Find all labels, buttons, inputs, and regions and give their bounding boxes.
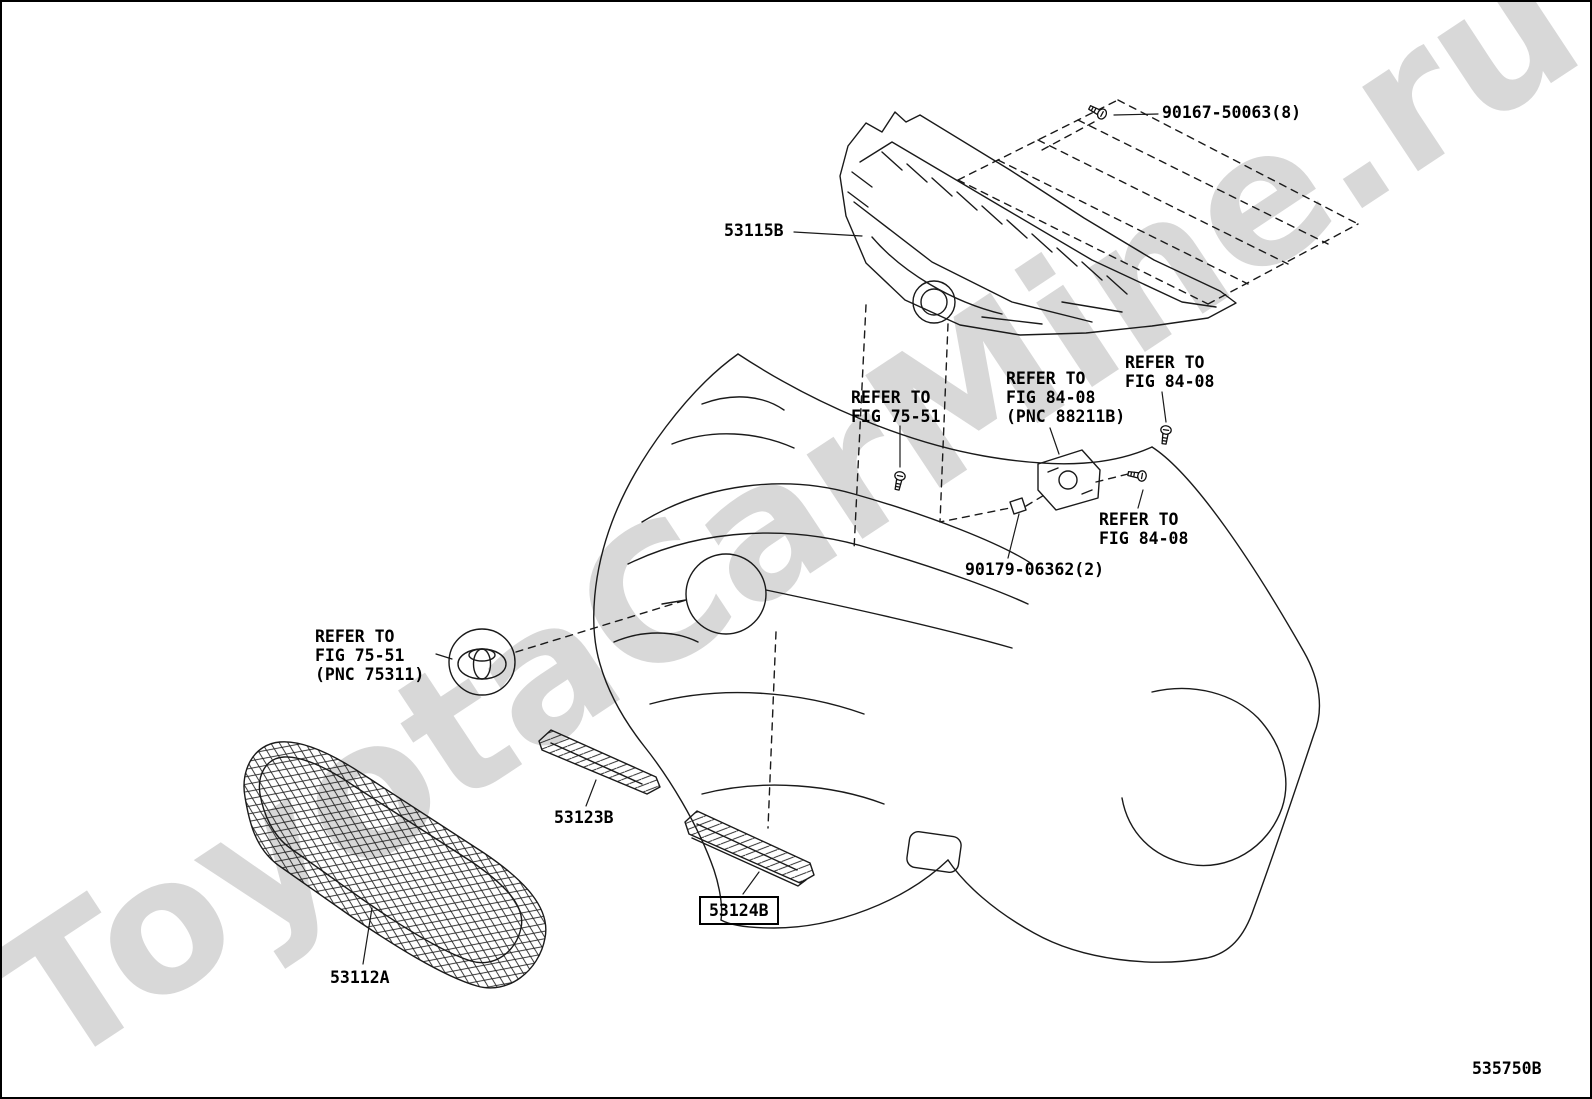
part-label-53123B: 53123B (554, 808, 614, 827)
refer-label-fig84-08-lower-right: REFER TO FIG 84-08 (1099, 510, 1189, 548)
part-label-53115B: 53115B (724, 221, 784, 240)
part-label-53112A: 53112A (330, 968, 390, 987)
part-label-90167-50063: 90167-50063(8) (1162, 103, 1302, 122)
leader-lines (362, 113, 1167, 965)
grille-part-53112A (243, 741, 547, 989)
screw-icon-right-lower (1126, 467, 1148, 483)
ghost-panel-dashed-grid (957, 99, 1359, 305)
front-bumper-part (593, 353, 1321, 963)
screw-icon-top (1086, 102, 1109, 122)
sensor-bracket-part (1037, 449, 1101, 511)
refer-label-fig84-08-pnc88211B: REFER TO FIG 84-08 (PNC 88211B) (1006, 369, 1126, 426)
page-code: 535750B (1472, 1059, 1542, 1078)
clip-part (1009, 497, 1027, 515)
refer-label-fig75-51-mid: REFER TO FIG 75-51 (851, 388, 941, 426)
upper-shield-part-53115B (839, 111, 1237, 336)
refer-label-fig75-51-emblem: REFER TO FIG 75-51 (PNC 75311) (315, 627, 425, 684)
part-label-53124B-highlighted: 53124B (699, 896, 779, 925)
part-label-90179-06362: 90179-06362(2) (965, 560, 1105, 579)
screw-icon-right-upper (1158, 424, 1173, 446)
molding-strip-part-53124B (684, 810, 815, 887)
toyota-emblem-part (448, 628, 516, 696)
molding-strip-part-53123B (538, 729, 661, 795)
refer-label-fig84-08-upper-right: REFER TO FIG 84-08 (1125, 353, 1215, 391)
